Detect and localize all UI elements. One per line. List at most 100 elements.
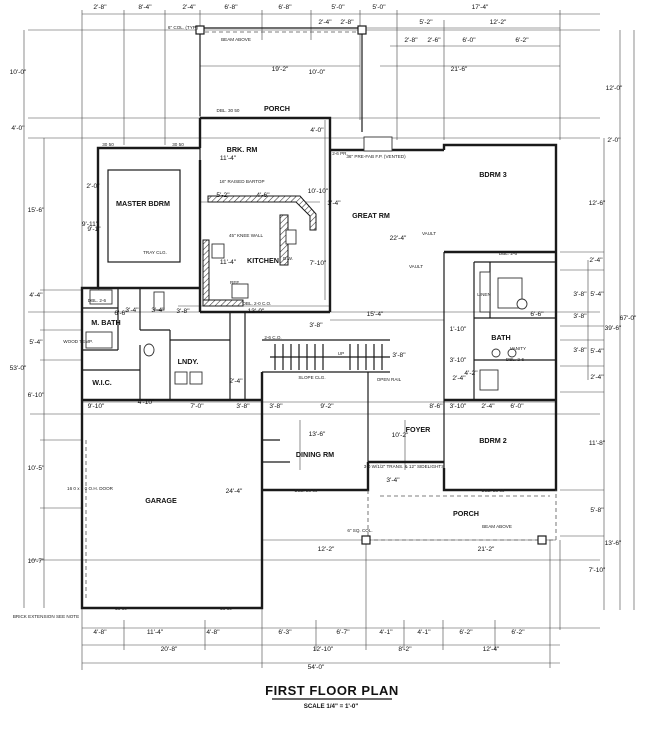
note-dbl-30-50-brk: DBL. 30 50 [217, 108, 240, 113]
dimension-label: 3'-8" [309, 322, 323, 329]
dimension-label: 3'-4" [151, 307, 165, 314]
note-dbl-2-6-c: DBL. 2-6 [88, 298, 107, 303]
room-label-porch-top: PORCH [264, 104, 290, 113]
note-win-28-60-b: 28 60 [220, 606, 232, 611]
dimension-label: 8'-6" [429, 403, 443, 410]
dimension-label: 6'-8" [224, 4, 238, 11]
dimension-label: 5'-4" [590, 348, 604, 355]
dimension-label: 2'-4" [182, 4, 196, 11]
note-vanity: VANITY [510, 346, 526, 351]
dimension-label: 10'-0" [309, 69, 326, 76]
dimension-label: 3'-8" [573, 347, 587, 354]
dimension-label: 2'-6" [427, 37, 441, 44]
dimension-label: 6'-10" [28, 392, 45, 399]
dimension-label: 9'-2" [320, 403, 334, 410]
dimension-label: 3'-10" [450, 403, 467, 410]
dimension-label: 2'-4" [318, 19, 332, 26]
dimension-label: 9'-11" [82, 221, 99, 228]
note-up: UP [338, 351, 344, 356]
dimension-label: 3'-8" [269, 403, 283, 410]
dimension-label: 1'-10" [450, 326, 467, 333]
room-label-bdrm-2: BDRM 2 [479, 436, 507, 445]
dimension-label: 4'-0" [11, 125, 25, 132]
note-open-rail: OPEN RAIL [377, 377, 402, 382]
dimension-label: 11'-4" [147, 629, 164, 636]
dimension-label: 4'-0" [310, 127, 324, 134]
note-wood-temp: WOOD TEMP. [63, 339, 92, 344]
dimension-label: 5'-0" [372, 4, 386, 11]
dimension-labels: 2'-8"8'-4"2'-4"6'-8"6'-8"5'-0"5'-0"17'-4… [10, 4, 637, 671]
room-label-brk-rm: BRK. RM [227, 145, 258, 154]
note-win-30-50-a: 30 50 [102, 142, 114, 147]
dimension-label: 7'-10" [310, 260, 327, 267]
dimension-label: 3'-4" [327, 200, 341, 207]
dimension-label: 3'-8" [573, 291, 587, 298]
dimension-label: 20'-8" [161, 646, 178, 653]
note-slope-clg: SLOPE CLG. [298, 375, 325, 380]
dimension-label: 67'-0" [620, 315, 637, 322]
note-vault-a: VAULT [422, 231, 436, 236]
dimension-label: 12'-2" [490, 19, 507, 26]
dimension-label: 3'-4" [125, 307, 139, 314]
dimension-label: 6'-8" [278, 4, 292, 11]
room-label-lndy: LNDY. [178, 357, 199, 366]
dimension-label: 10'-0" [10, 69, 27, 76]
note-dbl-28-60-dining: DBL. 28 60 [295, 488, 318, 493]
note-dbl-2-6-a: DBL. 2-6 [499, 251, 518, 256]
note-raised-bartop: 16" RAISED BARTOP [219, 179, 264, 184]
front-porch [361, 490, 557, 545]
dimension-label: 10'-7" [28, 558, 45, 565]
dimension-label: 13'-6" [605, 540, 622, 547]
note-fireplace: 36" PRE-FAB F.P. (VENTED) [346, 154, 406, 159]
room-label-wic: W.I.C. [92, 378, 112, 387]
dimension-label: 21'-6" [451, 66, 468, 73]
dimension-label: 3'-10" [450, 357, 467, 364]
dimension-label: 2'-0" [86, 183, 100, 190]
room-label-m-bath: M. BATH [91, 318, 120, 327]
dimension-label: 15'-4" [367, 311, 384, 318]
kitchen-counters [202, 195, 317, 307]
note-dbl-2-6-b: DBL. 2-6 [506, 357, 525, 362]
note-beam-above-front: BEAM ABOVE [482, 524, 512, 529]
dimension-label: 3'-4" [386, 477, 400, 484]
dimension-label: 12'-10" [313, 646, 334, 653]
dimension-label: 6'-0" [510, 403, 524, 410]
dimension-label: 2'-8" [404, 37, 418, 44]
dimension-label: 2'-4" [589, 257, 603, 264]
interior-walls [82, 148, 556, 490]
note-dw: D.W. [283, 256, 293, 261]
dimension-label: 4'-1" [379, 629, 393, 636]
top-porch [195, 25, 367, 132]
room-label-dining-rm: DINING RM [296, 450, 334, 459]
dimension-label: 7'-0" [190, 403, 204, 410]
dimension-label: 3'-8" [392, 352, 406, 359]
room-label-bath: BATH [491, 333, 510, 342]
dimension-label: 21'-2" [478, 546, 495, 553]
dimension-lines [23, 10, 635, 670]
note-linen: LINEN [477, 292, 491, 297]
dimension-label: 12'-2" [318, 546, 335, 553]
dimension-label: 2'-4" [452, 375, 466, 382]
dimension-label: 12'-4" [483, 646, 500, 653]
dimension-label: 8'-2" [398, 646, 412, 653]
dimension-label: 8'-4" [138, 4, 152, 11]
room-label-master-bdrm: MASTER BDRM [116, 199, 170, 208]
plan-title: FIRST FLOOR PLAN [265, 683, 399, 698]
dimension-label: 13'-0" [248, 308, 265, 315]
dimension-label: 10'-5" [28, 465, 45, 472]
dimension-label: 2'-0" [607, 137, 621, 144]
dimension-label: 4'-10" [138, 399, 155, 406]
room-label-great-rm: GREAT RM [352, 211, 390, 220]
note-win-30-50-b: 30 50 [172, 142, 184, 147]
dimension-label: 11'-4" [220, 155, 237, 162]
dimension-label: 3'-8" [176, 308, 190, 315]
staircase [270, 344, 390, 370]
note-ref: REF. [230, 280, 240, 285]
dimension-label: 2'-8" [93, 4, 107, 11]
dimension-label: 2'-4" [229, 378, 243, 385]
dimension-label: 24'-4" [226, 488, 243, 495]
dimension-label: 10'-2" [392, 432, 409, 439]
dimension-label: 11'-8" [589, 440, 606, 447]
dimension-label: 5'-8" [590, 507, 604, 514]
